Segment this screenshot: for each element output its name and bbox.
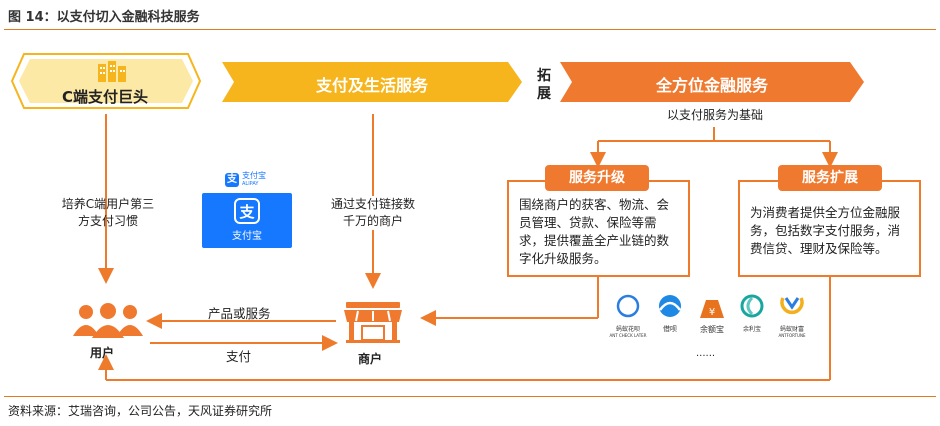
base-label: 以支付服务为基础: [666, 108, 763, 122]
merchant-label: 商户: [358, 352, 383, 366]
jiebei-name: 借呗: [663, 325, 677, 333]
hexagon-label: C端支付巨头: [61, 88, 148, 106]
user-label: 用户: [90, 346, 115, 360]
banner-finance-label: 全方位金融服务: [655, 76, 768, 95]
source-note: 资料来源：艾瑞咨询，公司公告，天风证券研究所: [8, 404, 273, 418]
yuebao-name: 余额宝: [700, 325, 724, 334]
figure-title: 图 14：以支付切入金融科技服务: [8, 10, 200, 25]
expansion-pill: 服务扩展: [778, 165, 882, 191]
huabei-en: ANT CHECK LATER: [609, 333, 647, 338]
huabei-icon: [616, 294, 640, 318]
upgrade-box: 围绕商户的获客、物流、会员管理、贷款、保险等需求，提供覆盖全产业链的数字化升级服…: [507, 180, 690, 277]
alipay-card-icon: 支: [234, 198, 260, 224]
expansion-box: 为消费者提供全方位金融服务，包括数字支付服务，消费信贷、理财及保险等。: [738, 180, 921, 277]
building-icon: [98, 61, 126, 82]
alipay-card-text: 支付宝: [232, 231, 262, 242]
users-icon: [73, 303, 143, 338]
fortune-icon: [780, 297, 804, 315]
fortune-en: ANTFORTUNE: [778, 333, 806, 338]
banner-payment-life: [222, 62, 522, 102]
flow-payment-label: 支付: [226, 349, 252, 364]
expansion-text: 为消费者提供全方位金融服务，包括数字支付服务，消费信贷、理财及保险等。: [750, 205, 901, 256]
app-jiebei: 借呗: [650, 294, 690, 334]
upgrade-pill: 服务升级: [545, 165, 649, 191]
upgrade-text: 围绕商户的获客、物流、会员管理、贷款、保险等需求，提供覆盖全产业链的数字化升级服…: [519, 197, 670, 266]
fortune-name: 蚂蚁财富: [779, 326, 804, 333]
alipay-icon: 支: [225, 173, 239, 187]
apps-ellipsis: ......: [696, 348, 716, 359]
shop-icon: [344, 302, 402, 343]
yuebao-icon: ¥: [700, 300, 724, 318]
alipay-card: 支 支付宝: [202, 193, 292, 248]
banner-finance: [560, 62, 864, 102]
app-yulibao: 余利宝: [732, 294, 772, 333]
svg-text:¥: ¥: [709, 307, 715, 318]
app-yuebao: ¥ 余额宝: [692, 294, 732, 335]
bottom-rule: [4, 396, 936, 397]
alipay-small-logo: 支 支付宝 ALIPAY: [225, 172, 266, 188]
top-rule: [4, 29, 936, 30]
yulibao-name: 余利宝: [742, 326, 761, 333]
yulibao-icon: [740, 294, 764, 318]
app-huabei: 蚂蚁花呗 ANT CHECK LATER: [608, 294, 648, 338]
app-fortune: 蚂蚁财富 ANTFORTUNE: [772, 294, 812, 338]
hexagon-c-payment: [10, 53, 202, 109]
huabei-name: 蚂蚁花呗: [615, 326, 640, 333]
banner-payment-life-label: 支付及生活服务: [315, 76, 428, 95]
left-caption: 培养C端用户第三方支付习惯: [61, 197, 155, 228]
flow-products-label: 产品或服务: [208, 306, 271, 321]
alipay-small-en: ALIPAY: [242, 181, 259, 187]
expand-label: 拓展: [537, 68, 551, 102]
jiebei-icon: [658, 295, 682, 317]
mid-caption: 通过支付链接数千万的商户: [330, 196, 416, 230]
svg-text:支: 支: [238, 203, 255, 221]
alipay-small-text: 支付宝: [242, 171, 266, 180]
